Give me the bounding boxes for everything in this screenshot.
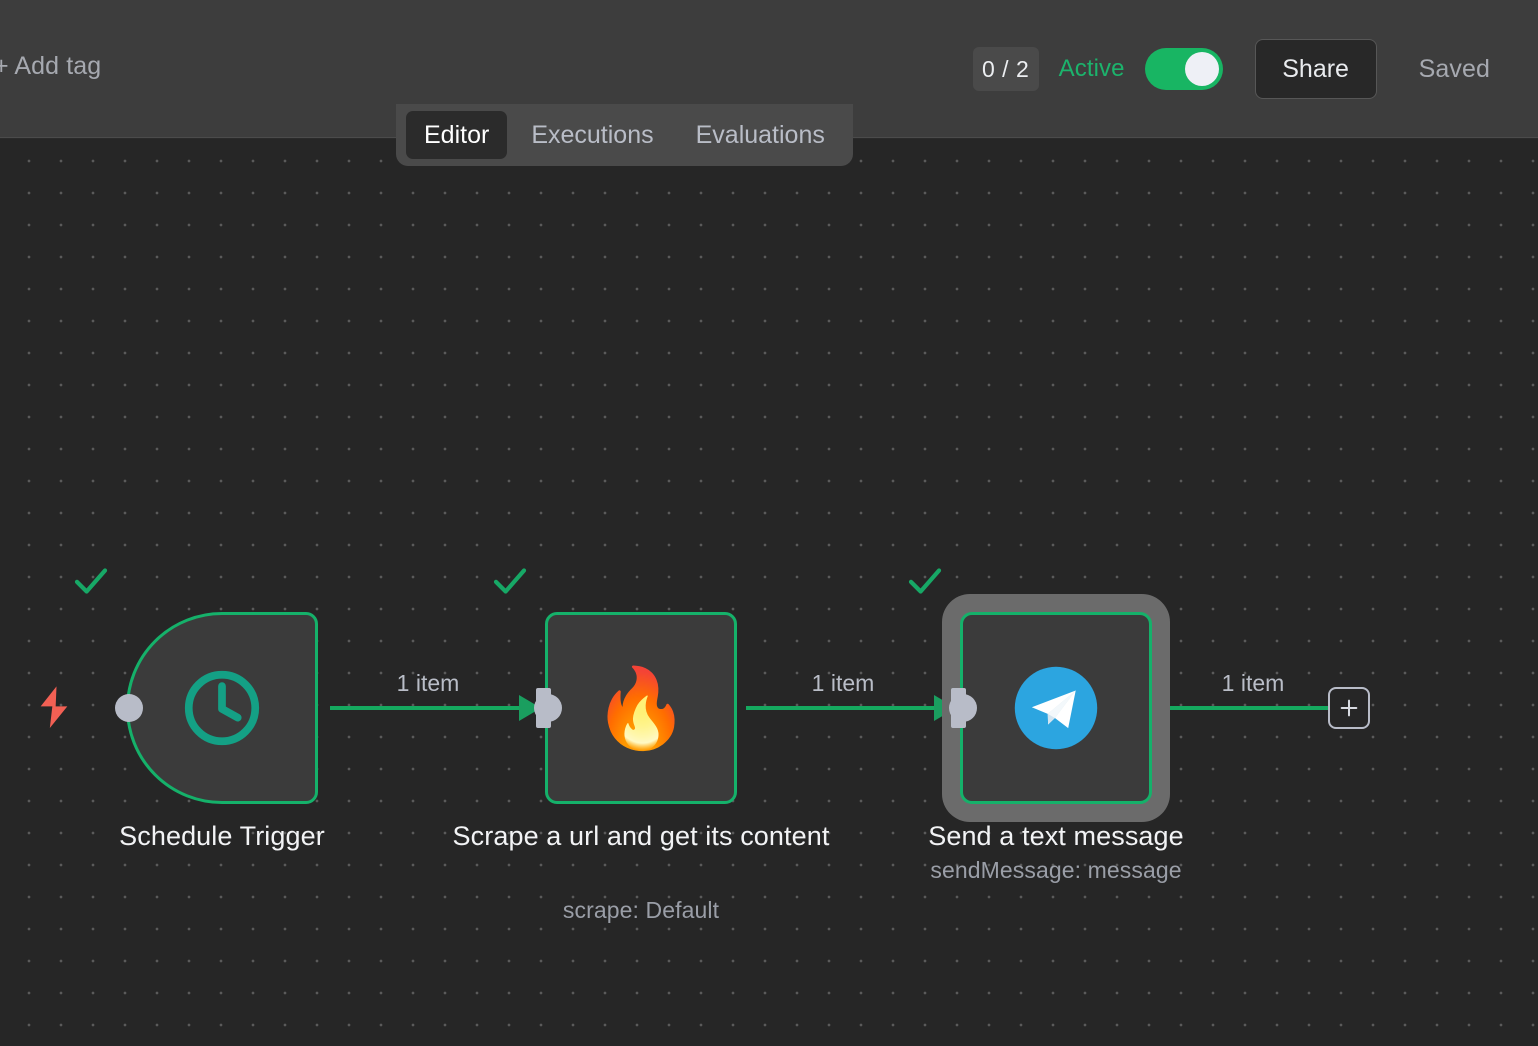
node-subtitle: scrape: Default <box>562 897 720 923</box>
flame-icon: 🔥 <box>545 612 737 804</box>
add-node-button[interactable] <box>1328 687 1370 729</box>
add-tag-button[interactable]: + Add tag <box>0 52 102 80</box>
header-actions: 0 / 2 Active Share Saved <box>972 39 1538 99</box>
connection-label-1: 1 item <box>396 670 460 696</box>
node-subtitle: sendMessage: message <box>930 857 1182 883</box>
tab-editor[interactable]: Editor <box>406 111 508 159</box>
output-port[interactable] <box>115 694 143 722</box>
node-status-success-icon <box>70 560 112 602</box>
output-port[interactable] <box>949 694 977 722</box>
flame-glyph: 🔥 <box>592 664 690 752</box>
node-status-success-icon <box>489 560 531 602</box>
telegram-icon <box>960 612 1152 804</box>
connection-label-2: 1 item <box>811 670 875 696</box>
node-title: Send a text message <box>928 821 1184 851</box>
share-button[interactable]: Share <box>1254 39 1377 99</box>
toggle-knob <box>1184 52 1219 86</box>
workflow-canvas[interactable]: 1 item 1 item 1 item <box>0 139 1538 1046</box>
output-port[interactable] <box>534 694 562 722</box>
editor-tab-bar: Editor Executions Evaluations <box>396 104 853 166</box>
node-title: Scrape a url and get its content <box>452 821 830 851</box>
tab-executions[interactable]: Executions <box>531 120 654 149</box>
active-toggle[interactable] <box>1144 48 1223 90</box>
active-status-label: Active <box>1058 55 1125 82</box>
clock-icon <box>126 612 318 804</box>
connection-label-3: 1 item <box>1221 670 1285 696</box>
trigger-bolt-icon <box>34 684 74 732</box>
plus-icon <box>1340 699 1358 717</box>
node-title: Schedule Trigger <box>119 821 325 851</box>
saved-status-label: Saved <box>1418 54 1490 83</box>
node-status-success-icon <box>904 560 946 602</box>
execution-count-badge[interactable]: 0 / 2 <box>972 47 1039 91</box>
tab-evaluations[interactable]: Evaluations <box>695 120 825 149</box>
